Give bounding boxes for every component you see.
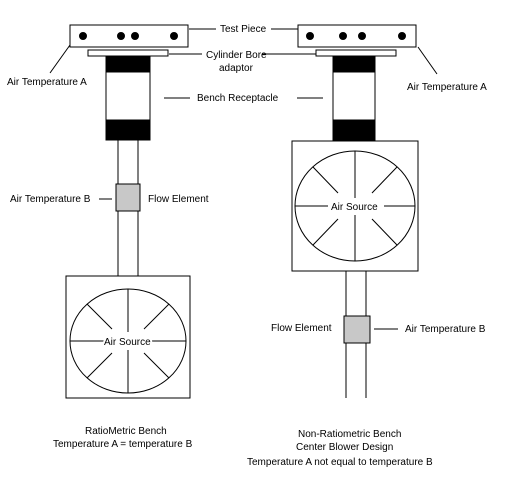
right-receptacle-bottom-band: [332, 119, 376, 141]
left-fan-spoke: [143, 352, 170, 379]
right-flow-element: [343, 315, 371, 344]
leader-lines: [49, 28, 438, 330]
left-receptacle-bottom-band: [105, 119, 151, 141]
right-fan-spoke: [371, 218, 398, 246]
right-bench: [291, 24, 419, 398]
left-flow-element: [115, 183, 141, 212]
air-temp-a-left-leader: [49, 44, 71, 74]
caption-left-line1: RatioMetric Bench: [85, 426, 167, 437]
right-bore-adaptor: [315, 49, 397, 57]
air-temp-a-right-leader: [417, 46, 438, 75]
air-temp-a-left-label: Air Temperature A: [7, 77, 87, 88]
left-fan-spoke: [86, 303, 113, 330]
right-receptacle-body: [332, 71, 376, 121]
caption-left-line2: Temperature A = temperature B: [53, 439, 193, 450]
caption-right-line1: Non-Ratiometric Bench: [298, 429, 401, 440]
flow-element-right-label: Flow Element: [271, 323, 332, 334]
air-temp-b-right-label: Air Temperature B: [405, 324, 486, 335]
caption-right-line3: Temperature A not equal to temperature B: [247, 457, 433, 468]
caption-right-line2: Center Blower Design: [296, 442, 393, 453]
left-bore-adaptor: [87, 49, 169, 57]
flow-element-left-label: Flow Element: [148, 194, 209, 205]
right-receptacle-top-band: [332, 55, 376, 73]
right-fan-spoke: [371, 166, 398, 194]
left-receptacle-top-band: [105, 55, 151, 73]
left-test-piece-hole: [117, 32, 125, 40]
left-test-piece-hole: [131, 32, 139, 40]
air-source-right-label: Air Source: [331, 202, 378, 213]
right-fan-spoke: [312, 218, 339, 246]
right-test-piece-hole: [398, 32, 406, 40]
left-receptacle-body: [105, 71, 151, 121]
air-source-left-label: Air Source: [104, 337, 151, 348]
bench-receptacle-label: Bench Receptacle: [197, 93, 279, 104]
air-temp-a-right-label: Air Temperature A: [407, 82, 487, 93]
right-fan-spoke: [312, 166, 339, 194]
right-test-piece-hole: [358, 32, 366, 40]
right-test-piece: [297, 24, 417, 48]
cylinder-bore-label: Cylinder Bore: [206, 50, 267, 61]
air-temp-b-left-label: Air Temperature B: [10, 194, 91, 205]
left-test-piece-hole: [170, 32, 178, 40]
left-fan-spoke: [143, 303, 170, 330]
left-test-piece: [69, 24, 189, 48]
test-piece-label: Test Piece: [220, 24, 267, 35]
adaptor-label: adaptor: [219, 63, 254, 74]
left-bench: [65, 24, 191, 399]
left-test-piece-hole: [79, 32, 87, 40]
right-test-piece-hole: [306, 32, 314, 40]
right-test-piece-hole: [339, 32, 347, 40]
left-fan-spoke: [86, 352, 113, 379]
